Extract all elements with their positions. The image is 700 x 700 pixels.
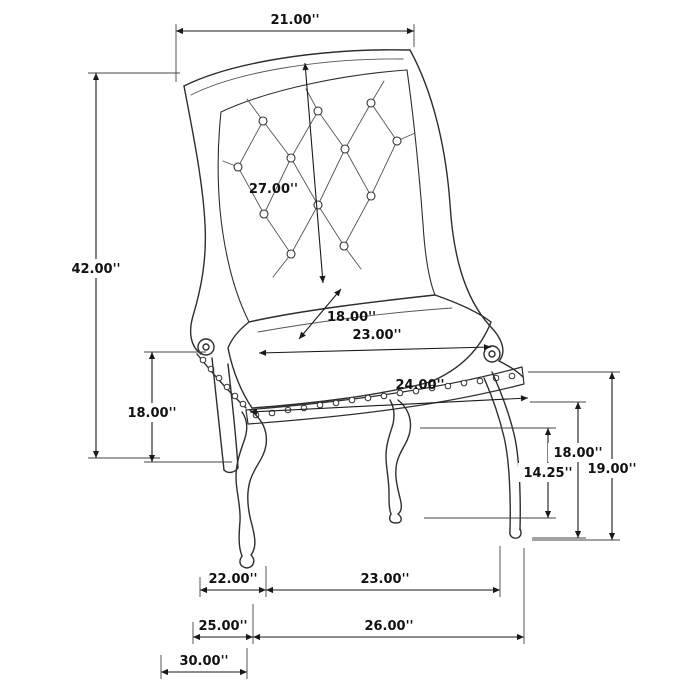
dim-label-seat-height-left: 18.00'' xyxy=(127,406,176,421)
dimension-front-leg-height: 14.25'' xyxy=(518,428,578,518)
dimension-seat-height-left: 18.00'' xyxy=(122,352,182,462)
dimension-front-width: 24.00'' xyxy=(249,378,529,415)
dimension-back-diagonal: 27.00'' xyxy=(249,62,326,284)
tufting-buttons xyxy=(233,98,402,259)
back-right-leg xyxy=(483,371,522,539)
right-arm-scroll-center xyxy=(488,350,496,358)
dim-label-overall-height: 42.00'' xyxy=(71,262,120,277)
dimension-seat-diagonal: 18.00'' xyxy=(298,288,376,340)
dim-label-span-22: 22.00'' xyxy=(208,572,257,587)
dim-label-span-26: 26.00'' xyxy=(364,619,413,634)
dim-label-right-height-a: 18.00'' xyxy=(553,446,602,461)
back-top-rail-piping xyxy=(190,58,404,96)
dim-label-back-diagonal: 27.00'' xyxy=(249,182,298,197)
dimension-span-25: 25.00'' xyxy=(193,619,253,641)
back-left-leg xyxy=(211,357,239,474)
dimension-span-22: 22.00'' xyxy=(200,572,266,594)
extension-lines xyxy=(88,24,620,679)
dimension-top-width: 21.00'' xyxy=(176,13,414,35)
dim-label-right-height-b: 19.00'' xyxy=(587,462,636,477)
dim-label-span-25: 25.00'' xyxy=(198,619,247,634)
dimension-span-30: 30.00'' xyxy=(161,654,247,676)
left-wing-outline xyxy=(183,85,207,355)
dimension-overall-height: 42.00'' xyxy=(66,73,126,458)
dim-label-front-width: 24.00'' xyxy=(395,378,444,393)
dimension-span-23: 23.00'' xyxy=(266,572,500,594)
right-arm-rail xyxy=(498,360,524,378)
dimension-right-height-b: 19.00'' xyxy=(582,372,642,540)
front-right-leg xyxy=(385,399,412,524)
seat-crease xyxy=(257,307,453,333)
left-arm-scroll xyxy=(197,338,215,356)
right-wing-outline xyxy=(409,49,504,362)
dimension-seat-width: 23.00'' xyxy=(258,328,492,356)
dimension-right-height-a: 18.00'' xyxy=(548,402,608,538)
dim-label-front-leg-height: 14.25'' xyxy=(523,466,572,481)
front-left-leg xyxy=(235,409,268,569)
right-arm-scroll xyxy=(483,345,501,363)
dimension-span-26: 26.00'' xyxy=(253,619,524,641)
dim-label-top-width: 21.00'' xyxy=(270,13,319,28)
dimensions: 21.00'' 42.00'' 27.00'' 18.00'' 23.00'' … xyxy=(66,13,642,676)
left-arm-scroll-center xyxy=(202,343,210,351)
chair-illustration xyxy=(183,49,525,569)
dim-label-span-30: 30.00'' xyxy=(179,654,228,669)
dim-label-seat-width: 23.00'' xyxy=(352,328,401,343)
back-top-rail xyxy=(183,49,411,87)
nailhead-trim xyxy=(199,356,516,419)
dim-label-seat-diagonal: 18.00'' xyxy=(327,310,376,325)
seat-cushion xyxy=(227,294,492,409)
dim-label-span-23: 23.00'' xyxy=(360,572,409,587)
